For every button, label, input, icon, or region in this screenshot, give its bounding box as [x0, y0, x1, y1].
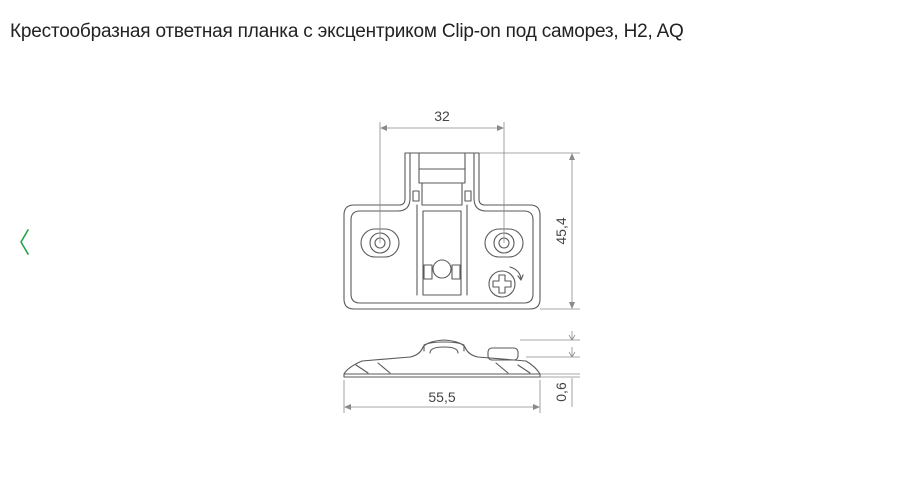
page-title: Крестообразная ответная планка с эксцент… — [10, 21, 684, 42]
dim-label-0-6: 0,6 — [553, 382, 569, 402]
dim-label-45-4: 45,4 — [553, 217, 569, 244]
technical-drawing: 32 45,4 55,5 0,6 — [343, 108, 580, 413]
dim-label-55-5: 55,5 — [428, 389, 455, 405]
plate-top-view — [343, 152, 541, 310]
dim-label-32: 32 — [434, 108, 450, 124]
chevron-left-icon[interactable] — [14, 227, 36, 257]
eccentric-screw — [488, 266, 524, 298]
plate-side-view — [343, 339, 541, 378]
